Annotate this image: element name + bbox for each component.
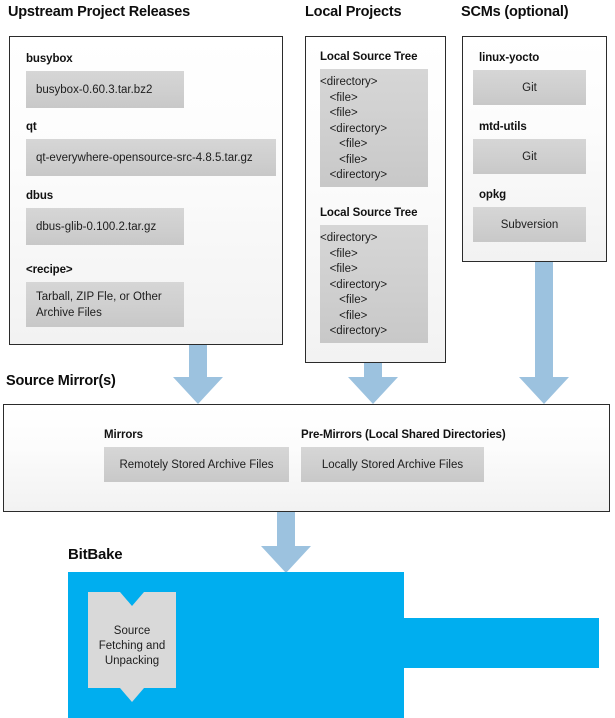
upstream-entry-3-value: Tarball, ZIP Fle, or Other Archive Files xyxy=(26,282,184,327)
tree-line: <file> xyxy=(320,107,358,119)
tree-line: <file> xyxy=(320,153,368,166)
bitbake-task-line-0: Source xyxy=(113,625,151,637)
scms-column-title: SCMs (optional) xyxy=(461,4,569,20)
scms-entry-2-label: opkg xyxy=(479,189,507,201)
bitbake-task-label: Source Fetching and Unpacking xyxy=(88,624,176,669)
arrow-upstream-to-mirrors xyxy=(173,345,223,404)
source-mirrors-entry-0-value: Remotely Stored Archive Files xyxy=(104,447,289,482)
source-mirrors-entry-1-value: Locally Stored Archive Files xyxy=(301,447,484,482)
bitbake-title: BitBake xyxy=(68,546,123,563)
arrow-scms-to-mirrors xyxy=(519,262,569,404)
local-entry-0-label: Local Source Tree xyxy=(320,51,418,63)
bitbake-task-line-1: Fetching and xyxy=(98,640,166,652)
source-mirrors-panel: Mirrors Remotely Stored Archive Files Pr… xyxy=(3,404,610,512)
bitbake-task-source-fetching-unpacking: Source Fetching and Unpacking xyxy=(88,592,176,702)
tree-line: <file> xyxy=(320,247,358,260)
tree-line: <file> xyxy=(320,309,368,322)
upstream-panel: busybox busybox-0.60.3.tar.bz2 qt qt-eve… xyxy=(9,36,283,345)
arrow-mirrors-to-bitbake xyxy=(261,512,311,573)
local-panel: Local Source Tree <directory> <file> <fi… xyxy=(305,36,446,363)
tree-line: <directory> xyxy=(320,122,388,135)
local-entry-1-label: Local Source Tree xyxy=(320,207,418,219)
source-mirrors-title: Source Mirror(s) xyxy=(6,373,116,389)
upstream-entry-1-label: qt xyxy=(26,121,37,133)
bitbake-task-line-2: Unpacking xyxy=(104,655,160,667)
arrow-local-to-mirrors xyxy=(348,363,398,404)
scms-entry-0-value: Git xyxy=(473,70,586,105)
scms-panel: linux-yocto Git mtd-utils Git opkg Subve… xyxy=(462,36,607,262)
upstream-column-title: Upstream Project Releases xyxy=(8,4,190,20)
scms-entry-0-label: linux-yocto xyxy=(479,52,540,64)
tree-line: <file> xyxy=(320,263,358,275)
scms-entry-2-value: Subversion xyxy=(473,207,586,242)
upstream-entry-3-line-0: Tarball, ZIP Fle, or xyxy=(36,291,130,303)
upstream-entry-1-value: qt-everywhere-opensource-src-4.8.5.tar.g… xyxy=(26,139,276,176)
tree-line: <file> xyxy=(320,138,368,150)
tree-line: <directory> xyxy=(320,278,388,291)
upstream-entry-3-line-1: Other Archive Files xyxy=(36,291,162,319)
scms-entry-1-label: mtd-utils xyxy=(479,121,527,133)
bitbake-process-shape xyxy=(68,572,599,718)
upstream-entry-3-label: <recipe> xyxy=(26,264,73,276)
upstream-entry-0-label: busybox xyxy=(26,53,73,65)
local-entry-1-tree: <directory> <file> <file> <directory> <f… xyxy=(320,225,428,343)
local-column-title: Local Projects xyxy=(305,4,402,20)
tree-line: <file> xyxy=(320,91,358,104)
scms-entry-1-value: Git xyxy=(473,139,586,174)
upstream-entry-2-label: dbus xyxy=(26,190,54,202)
local-entry-0-tree: <directory> <file> <file> <directory> <f… xyxy=(320,69,428,187)
tree-line: <directory> xyxy=(320,169,388,181)
tree-line: <directory> xyxy=(320,76,378,88)
upstream-entry-2-value: dbus-glib-0.100.2.tar.gz xyxy=(26,208,184,245)
tree-line: <directory> xyxy=(320,325,388,337)
source-mirrors-entry-1-label: Pre-Mirrors (Local Shared Directories) xyxy=(301,429,506,441)
source-mirrors-entry-0-label: Mirrors xyxy=(104,429,143,441)
upstream-entry-0-value: busybox-0.60.3.tar.bz2 xyxy=(26,71,184,108)
tree-line: <file> xyxy=(320,294,368,306)
tree-line: <directory> xyxy=(320,232,378,244)
